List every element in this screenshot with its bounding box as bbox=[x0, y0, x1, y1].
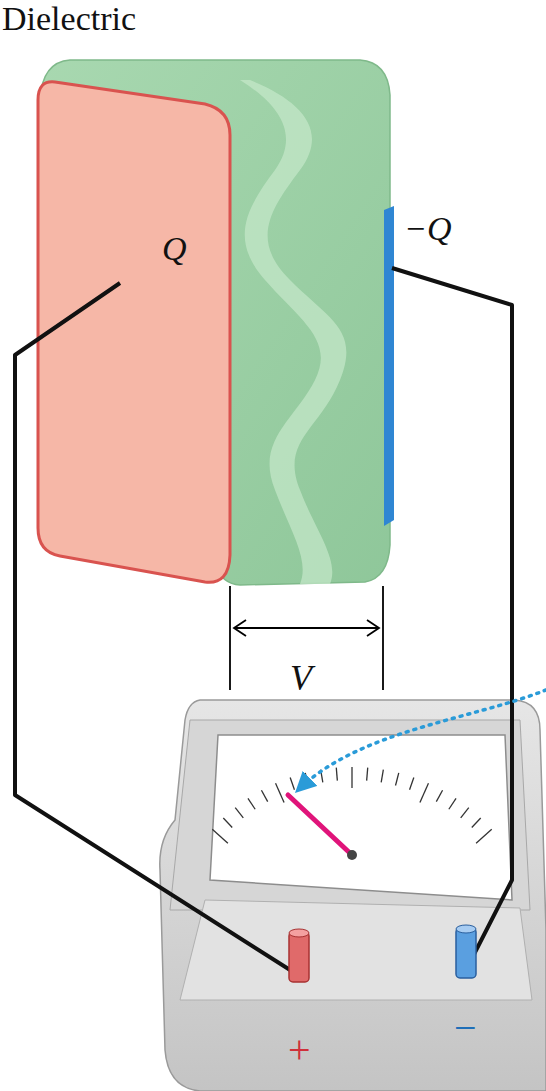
voltage-label: V bbox=[290, 660, 312, 696]
positive-terminal bbox=[289, 929, 309, 982]
pointer-arrow bbox=[298, 690, 546, 790]
wires bbox=[15, 268, 512, 975]
charge-label: −Q bbox=[404, 212, 452, 246]
negative-terminal bbox=[456, 925, 476, 978]
terminal-sign: − bbox=[454, 1008, 477, 1048]
terminal-sign: + bbox=[288, 1030, 311, 1070]
dielectric-texture bbox=[240, 80, 346, 584]
positive-plate bbox=[38, 82, 230, 582]
material-label: Dielectric bbox=[2, 2, 136, 36]
voltmeter bbox=[160, 700, 546, 1091]
negative-plate bbox=[384, 206, 394, 526]
charge-label: Q bbox=[162, 232, 187, 266]
